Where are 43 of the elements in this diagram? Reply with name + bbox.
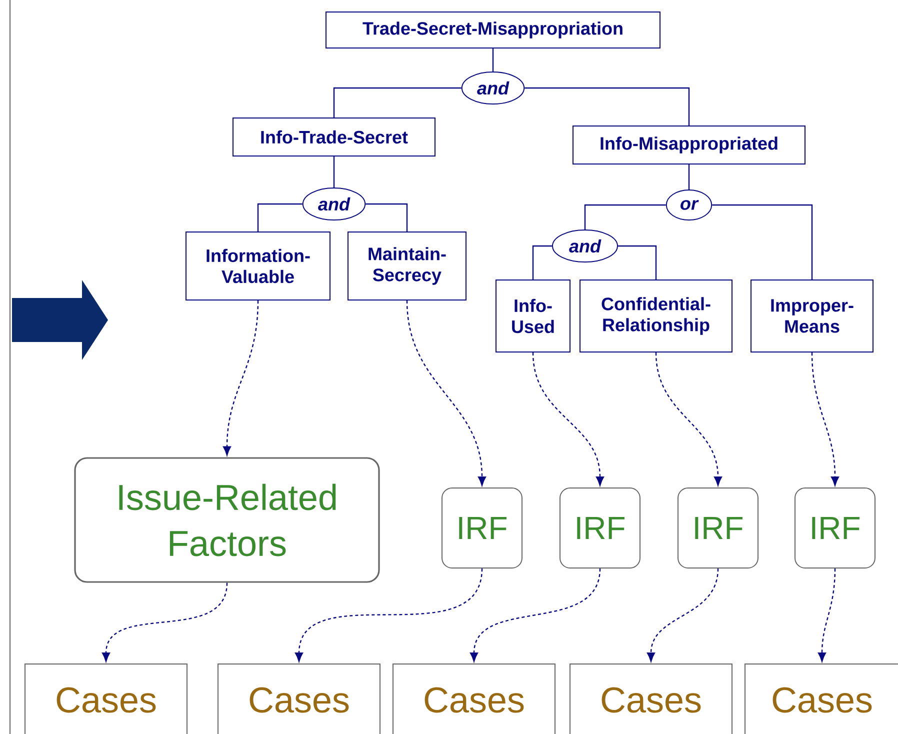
box-node: Info-Misappropriated xyxy=(572,126,806,164)
logic-oval: and xyxy=(461,72,525,104)
cases-box: Cases xyxy=(218,664,380,734)
cases-box: Cases xyxy=(744,664,898,734)
irf-box: IRF xyxy=(442,488,522,568)
connector xyxy=(655,352,722,486)
connector xyxy=(406,300,486,486)
connector xyxy=(524,87,690,126)
irf-box: IRF xyxy=(560,488,640,568)
connector xyxy=(470,568,601,662)
connector xyxy=(532,245,552,280)
box-node: Improper-Means xyxy=(750,280,874,352)
connector xyxy=(366,203,408,232)
box-node: Confidential-Relationship xyxy=(580,280,732,352)
connector xyxy=(688,164,690,190)
irf-box: IRF xyxy=(678,488,758,568)
logic-oval: and xyxy=(552,230,618,262)
factor-box: Issue-Related Factors xyxy=(74,457,380,583)
connector xyxy=(647,568,719,662)
connector xyxy=(257,203,302,232)
connector xyxy=(333,87,462,118)
connector xyxy=(584,204,666,230)
connector xyxy=(102,582,228,662)
box-node: Trade-Secret-Misappropriation xyxy=(326,12,660,48)
connector xyxy=(811,352,839,486)
box-node: Info-Used xyxy=(496,280,570,352)
cases-box: Cases xyxy=(392,664,556,734)
connector xyxy=(333,156,335,188)
irf-box: IRF xyxy=(794,488,876,568)
connector xyxy=(532,352,604,486)
connector xyxy=(712,204,813,280)
logic-oval: or xyxy=(666,190,712,220)
connector xyxy=(818,568,836,662)
cases-box: Cases xyxy=(570,664,732,734)
connector xyxy=(295,568,483,662)
box-node: Information-Valuable xyxy=(186,232,330,300)
connector xyxy=(618,245,657,280)
box-node: Info-Trade-Secret xyxy=(232,118,436,156)
box-node: Maintain-Secrecy xyxy=(348,232,466,300)
logic-oval: and xyxy=(302,188,366,220)
connector xyxy=(492,48,494,72)
connector xyxy=(223,300,259,456)
cases-box: Cases xyxy=(24,664,188,734)
